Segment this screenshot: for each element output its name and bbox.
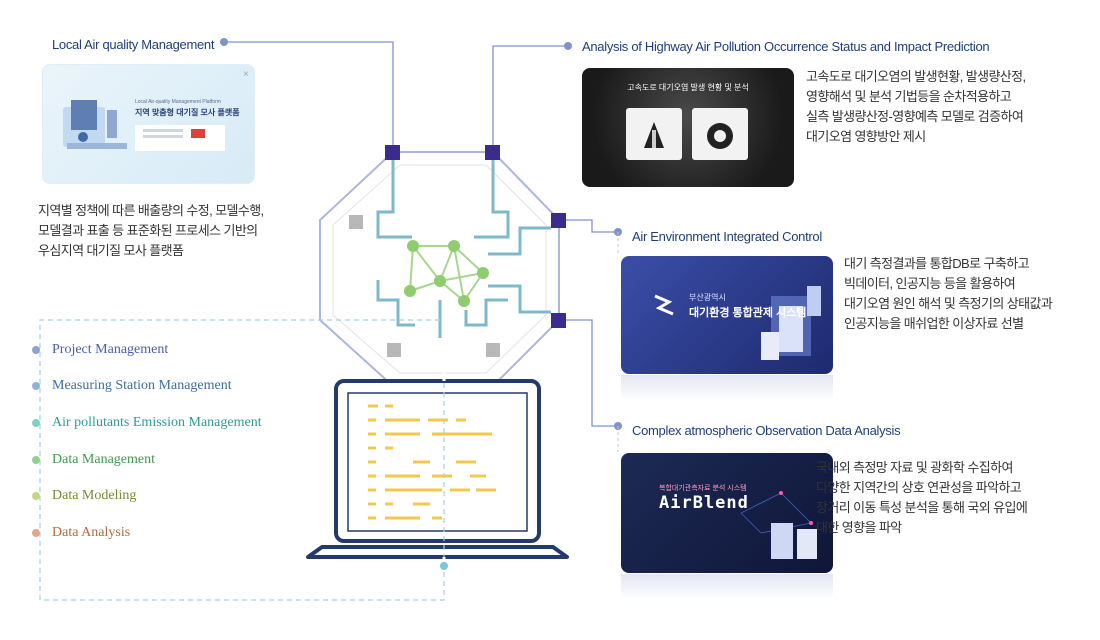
integrated-title: Air Environment Integrated Control xyxy=(632,229,822,244)
corner-square xyxy=(385,145,400,160)
gray-square xyxy=(387,343,401,357)
list-item-emission-management: Air pollutants Emission Management xyxy=(32,415,262,431)
integrated-thumbnail: 부산광역시 대기환경 통합관제 시스템 xyxy=(621,256,833,374)
bullet-dot xyxy=(32,492,40,500)
local-thumb-title-ko: 지역 맞춤형 대기질 모사 플랫폼 xyxy=(135,108,240,117)
highway-thumb-title: 고속도로 대기오염 발생 현황 및 분석 xyxy=(627,83,749,92)
bullet-dot xyxy=(32,382,40,390)
list-item-measuring-station: Measuring Station Management xyxy=(32,378,232,394)
gray-square xyxy=(486,343,500,357)
network-nodes xyxy=(404,240,489,307)
list-item-data-analysis: Data Analysis xyxy=(32,525,130,541)
bullet-dot xyxy=(32,529,40,537)
connector-dot xyxy=(564,42,572,50)
svg-text:×: × xyxy=(243,69,249,80)
highway-title: Analysis of Highway Air Pollution Occurr… xyxy=(582,39,990,54)
highway-card-1 xyxy=(626,108,682,160)
corner-square xyxy=(551,313,566,328)
connector-dot xyxy=(440,562,448,570)
list-item-data-management: Data Management xyxy=(32,452,155,468)
gray-square xyxy=(349,215,363,229)
corner-square xyxy=(485,145,500,160)
local-title: Local Air quality Management xyxy=(52,37,215,52)
complex-thumbnail: 복합대기관측자료 분석 시스템 AirBlend xyxy=(621,453,833,573)
integrated-thumb-title: 대기환경 통합관제 시스템 xyxy=(689,307,807,319)
integrated-reflection xyxy=(621,375,833,401)
octagon-outer xyxy=(319,151,560,387)
code-lines xyxy=(368,404,496,520)
integrated-description: 대기 측정결과를 통합DB로 구축하고 빅데이터, 인공지능 등을 활용하여 대… xyxy=(844,256,1053,331)
local-thumbnail: × Local Air-quality Management Platform … xyxy=(42,64,255,184)
highway-description: 고속도로 대기오염의 발생현황, 발생량산정, 영향해석 및 분석 기법등을 순… xyxy=(806,69,1026,144)
circuit-traces xyxy=(376,160,551,338)
local-thumb-title-en: Local Air-quality Management Platform xyxy=(135,99,221,105)
connector-dot xyxy=(220,38,228,46)
network-graph xyxy=(409,245,484,302)
bullet-dot xyxy=(32,419,40,427)
bullet-dot xyxy=(32,346,40,354)
bullet-dot xyxy=(32,456,40,464)
list-item-project-management: Project Management xyxy=(32,342,168,358)
list-item-data-modeling: Data Modeling xyxy=(32,488,136,504)
local-description: 지역별 정책에 따른 배출량의 수정, 모델수행, 모델결과 표출 등 표준화된… xyxy=(38,203,264,258)
integrated-thumb-small: 부산광역시 xyxy=(689,293,726,302)
complex-thumb-small: 복합대기관측자료 분석 시스템 xyxy=(659,485,747,492)
complex-reflection xyxy=(621,574,833,600)
octagon-inner xyxy=(332,164,547,374)
laptop-icon xyxy=(306,379,569,559)
leader-lines xyxy=(224,41,618,427)
highway-card-2 xyxy=(692,108,748,160)
list-dashed-frame xyxy=(39,319,445,601)
corner-square xyxy=(551,213,566,228)
complex-thumb-title: AirBlend xyxy=(659,493,749,513)
highway-thumbnail: 고속도로 대기오염 발생 현황 및 분석 xyxy=(582,68,794,187)
complex-description: 국내외 측정망 자료 및 광화학 수집하여 다양한 지역간의 상호 연관성을 파… xyxy=(816,460,1028,535)
complex-title: Complex atmospheric Observation Data Ana… xyxy=(632,423,901,438)
